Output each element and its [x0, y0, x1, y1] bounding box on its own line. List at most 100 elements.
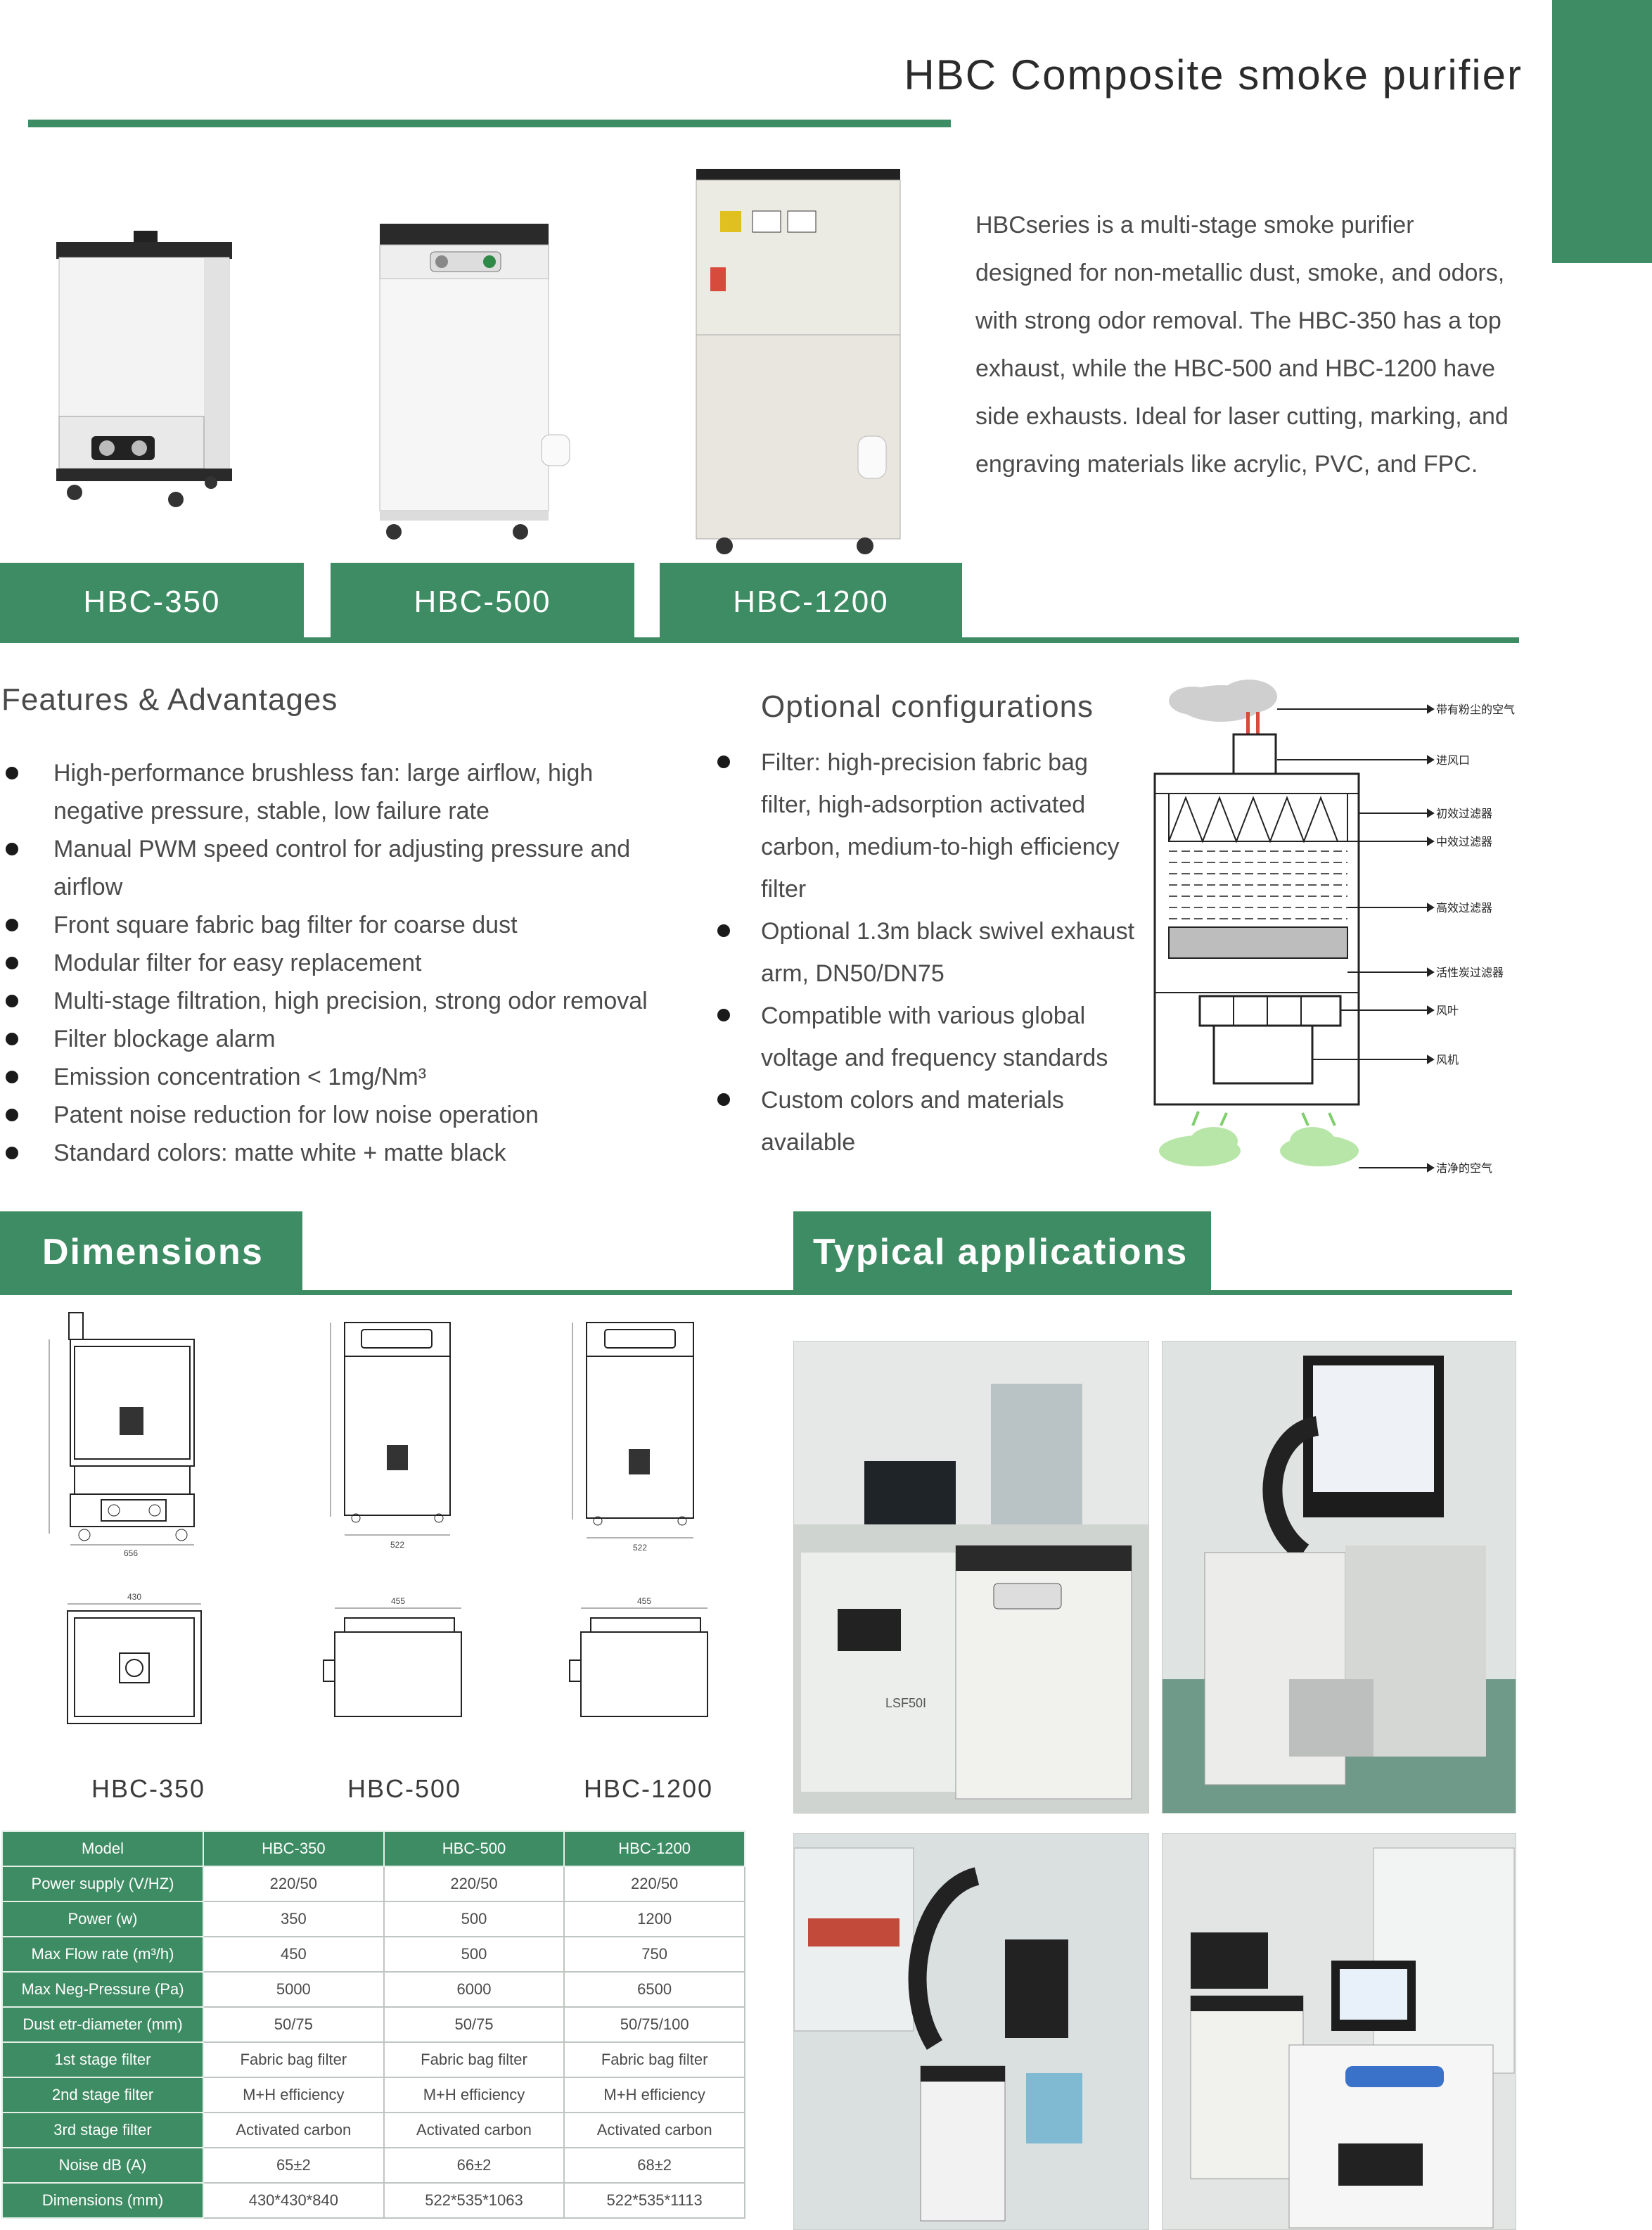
dim-hbc500-base: 522: [390, 1540, 404, 1550]
table-cell: 500: [383, 1901, 565, 1937]
list-item: Compatible with various global voltage a…: [707, 995, 1144, 1079]
table-cell: 522*535*1113: [563, 2182, 745, 2219]
dimensions-underline: [0, 1290, 1512, 1295]
list-item: Custom colors and materials available: [707, 1079, 1144, 1164]
bullet-icon: [6, 1109, 18, 1121]
bullet-icon: [6, 843, 18, 855]
diagram-label-clean-air: 洁净的空气: [1436, 1161, 1492, 1175]
feature-text: Patent noise reduction for low noise ope…: [53, 1102, 539, 1128]
table-cell: 430*430*840: [203, 2182, 385, 2219]
bullet-icon: [6, 957, 18, 969]
feature-text: Modular filter for easy replacement: [53, 950, 422, 976]
bullet-icon: [717, 1009, 730, 1021]
list-item: Filter: high-precision fabric bag filter…: [707, 741, 1144, 910]
bullet-icon: [6, 767, 18, 779]
product-image-hbc-350: [49, 225, 239, 521]
table-header-row: Model HBC-350 HBC-500 HBC-1200: [1, 1830, 745, 1867]
page-title: HBC Composite smoke purifier: [904, 51, 1523, 98]
feature-text: High-performance brushless fan: large ai…: [53, 760, 594, 824]
title-underline: [28, 120, 951, 127]
optional-list: Filter: high-precision fabric bag filter…: [707, 741, 1144, 1164]
row-label: Dust etr-diameter (mm): [1, 2006, 204, 2043]
list-item: Manual PWM speed control for adjusting p…: [0, 830, 661, 906]
table-cell: M+H efficiency: [203, 2077, 385, 2113]
corner-accent-block: [1552, 0, 1652, 263]
table-cell: 6500: [563, 1971, 745, 2008]
table-header-cell: HBC-500: [383, 1830, 565, 1867]
list-item: Optional 1.3m black swivel exhaust arm, …: [707, 910, 1144, 995]
feature-text: Emission concentration < 1mg/Nm³: [53, 1064, 427, 1090]
row-label: Power supply (V/HZ): [1, 1866, 204, 1902]
table-cell: M+H efficiency: [563, 2077, 745, 2113]
row-label: Dimensions (mm): [1, 2182, 204, 2219]
product-image-hbc-500: [366, 218, 577, 556]
table-cell: 220/50: [203, 1866, 385, 1902]
drawing-hbc-500: 522 455: [295, 1308, 478, 1731]
diagram-label-dusty-air: 带有粉尘的空气: [1436, 703, 1515, 716]
table-cell: Fabric bag filter: [203, 2041, 385, 2078]
product-image-hbc-1200: [689, 162, 914, 563]
list-item: Front square fabric bag filter for coars…: [0, 906, 661, 944]
feature-text: Filter blockage alarm: [53, 1026, 276, 1052]
drawing-hbc-1200: 522 455: [542, 1308, 724, 1731]
option-text: Optional 1.3m black swivel exhaust arm, …: [761, 918, 1135, 987]
application-photo-1: LSF50I: [793, 1341, 1149, 1814]
table-cell: 6000: [383, 1971, 565, 2008]
diagram-label-medium-filter: 中效过滤器: [1436, 835, 1492, 848]
diagram-label-impeller: 风叶: [1436, 1004, 1459, 1017]
bullet-icon: [6, 1033, 18, 1045]
table-cell: 66±2: [383, 2147, 565, 2184]
list-item: Emission concentration < 1mg/Nm³: [0, 1058, 661, 1096]
table-cell: Activated carbon: [383, 2112, 565, 2148]
bullet-icon: [717, 924, 730, 937]
model-tab-hbc-500: HBC-500: [331, 563, 634, 642]
table-cell: 50/75/100: [563, 2006, 745, 2043]
dim-hbc1200-base: 522: [633, 1543, 647, 1553]
row-label: Power (w): [1, 1901, 204, 1937]
diagram-label-hepa-filter: 高效过滤器: [1436, 901, 1492, 915]
feature-text: Standard colors: matte white + matte bla…: [53, 1140, 506, 1166]
bullet-icon: [6, 919, 18, 931]
drawing-hbc-350: 656 430: [42, 1308, 225, 1731]
model-tab-hbc-1200: HBC-1200: [660, 563, 962, 642]
filtration-diagram: 带有粉尘的空气 进风口 初效过滤器 中效过滤器 高效过滤器 活性炭过滤器 风叶 …: [1144, 668, 1530, 1196]
option-text: Compatible with various global voltage a…: [761, 1002, 1108, 1071]
bullet-icon: [717, 1093, 730, 1106]
table-cell: 450: [203, 1936, 385, 1973]
bullet-icon: [6, 995, 18, 1007]
table-cell: 50/75: [203, 2006, 385, 2043]
machine-label-text: LSF50I: [885, 1696, 926, 1710]
table-cell: M+H efficiency: [383, 2077, 565, 2113]
application-photo-3: [793, 1833, 1149, 2230]
table-header-cell: HBC-1200: [563, 1830, 745, 1867]
intro-paragraph: HBCseries is a multi-stage smoke purifie…: [975, 212, 1509, 478]
table-cell: Activated carbon: [563, 2112, 745, 2148]
features-list: High-performance brushless fan: large ai…: [0, 754, 661, 1172]
list-item: High-performance brushless fan: large ai…: [0, 754, 661, 830]
option-text: Custom colors and materials available: [761, 1087, 1064, 1156]
drawing-caption-hbc-350: HBC-350: [91, 1774, 206, 1803]
table-header-cell: HBC-350: [203, 1830, 385, 1867]
row-label: Max Flow rate (m³/h): [1, 1936, 204, 1973]
dim-hbc350-base: 656: [124, 1548, 138, 1558]
table-cell: 350: [203, 1901, 385, 1937]
bullet-icon: [717, 756, 730, 768]
list-item: Multi-stage filtration, high precision, …: [0, 982, 661, 1020]
feature-text: Multi-stage filtration, high precision, …: [53, 988, 648, 1014]
dim-hbc350-width: 430: [127, 1592, 141, 1602]
bullet-icon: [6, 1071, 18, 1083]
table-cell: 522*535*1063: [383, 2182, 565, 2219]
model-tab-hbc-350: HBC-350: [0, 563, 304, 642]
list-item: Modular filter for easy replacement: [0, 944, 661, 982]
table-cell: 500: [383, 1936, 565, 1973]
table-cell: 68±2: [563, 2147, 745, 2184]
table-cell: 750: [563, 1936, 745, 1973]
dim-hbc500-width: 455: [391, 1596, 405, 1606]
feature-text: Manual PWM speed control for adjusting p…: [53, 836, 631, 900]
